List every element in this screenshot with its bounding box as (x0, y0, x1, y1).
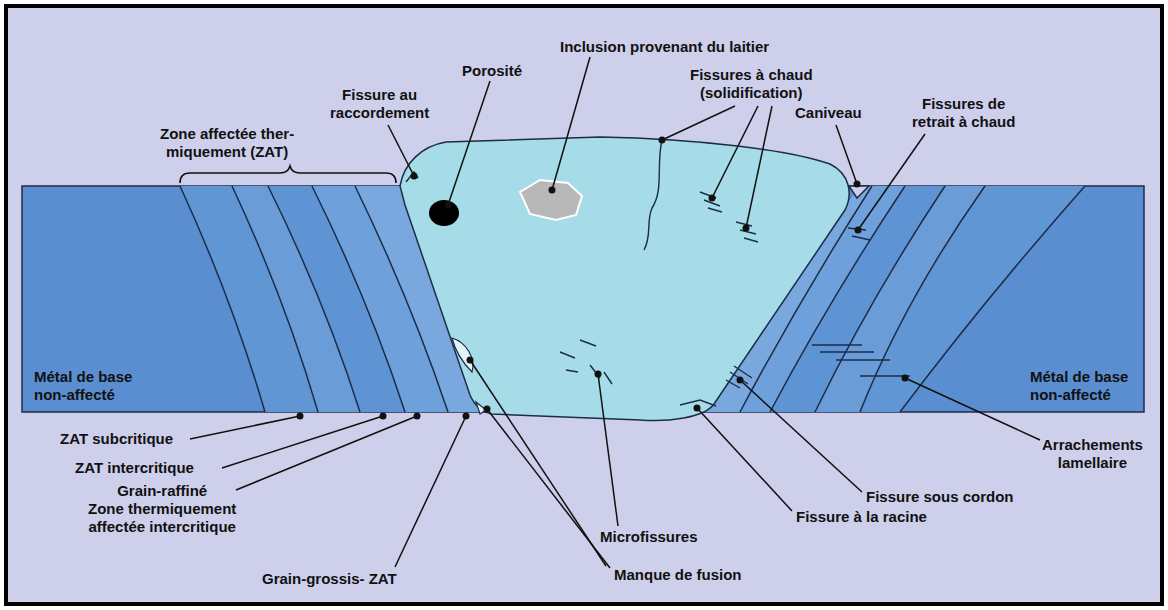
defect-label: Métal de base non-affecté (1030, 368, 1128, 404)
porosity-pore (429, 200, 459, 226)
solidification-crack (700, 192, 722, 212)
haz-line (232, 186, 318, 412)
leader-dot (709, 195, 716, 202)
leader-line (236, 416, 417, 490)
leader-dot (463, 413, 470, 420)
leader-line (697, 408, 792, 511)
leader-dot (297, 413, 304, 420)
solidification-crack (736, 222, 758, 242)
solidification-crack (644, 140, 662, 250)
leader-line (395, 416, 466, 567)
leader-line (388, 125, 414, 176)
leader-dot (549, 187, 556, 194)
leader-line (836, 125, 857, 184)
leader-line (222, 416, 383, 468)
leader-lines (190, 57, 1040, 568)
leader-line (905, 378, 1040, 440)
leader-dot (854, 181, 861, 188)
defect-label: Fissures à chaud (solidification) (690, 66, 813, 102)
leader-dot (484, 406, 491, 413)
lack-of-fusion (452, 338, 473, 372)
lamellar-tear (812, 345, 910, 376)
defect-label: ZAT subcritique (60, 430, 173, 448)
leader-line (190, 416, 300, 439)
leader-line (470, 360, 606, 566)
leader-dot (445, 202, 452, 209)
haz-line (312, 186, 405, 412)
leader-dot (737, 377, 744, 384)
haz-line (180, 186, 265, 412)
leader-dot (902, 375, 909, 382)
leader-line (448, 81, 490, 205)
slag-inclusion (520, 180, 582, 220)
leader-dot (694, 405, 701, 412)
defect-label: Manque de fusion (614, 566, 742, 584)
undercut-notch (849, 186, 869, 198)
cracks (406, 140, 910, 406)
leader-dot (595, 371, 602, 378)
defect-label: Caniveau (795, 104, 862, 122)
leader-dot (659, 137, 666, 144)
defect-label: Microfissures (600, 528, 698, 546)
leader-dot (380, 413, 387, 420)
defect-label: ZAT intercritique (75, 459, 194, 477)
leader-line (552, 57, 590, 190)
defect-label: Inclusion provenant du laitier (560, 38, 769, 56)
leader-line (662, 106, 735, 140)
zone-brace (180, 166, 396, 183)
leader-line (712, 106, 758, 198)
frame (6, 6, 1162, 604)
defect-label: Grain-grossis- ZAT (262, 570, 397, 588)
haz-band (180, 186, 480, 412)
leader-line (746, 106, 772, 228)
leader-dot (467, 357, 474, 364)
underbead-crack (726, 366, 752, 388)
defect-label: Fissures de retrait à chaud (912, 95, 1015, 131)
leader-line (858, 134, 925, 230)
haz-line (268, 186, 360, 412)
defect-label: Zone affectée ther- miquement (ZAT) (160, 125, 294, 161)
microcracks (560, 340, 612, 384)
leader-line (598, 374, 618, 526)
leader-dot (855, 227, 862, 234)
weld-bead (400, 137, 849, 420)
defect-label: Fissure au raccordement (330, 86, 429, 122)
defect-label: Porosité (462, 62, 522, 80)
leader-dots (297, 137, 909, 420)
defect-label: Fissure à la racine (796, 508, 927, 526)
defect-label: Métal de base non-affecté (34, 368, 132, 404)
defect-label: Fissure sous cordon (866, 488, 1014, 506)
leader-dot (743, 225, 750, 232)
defect-label: Grain-raffiné Zone thermiquement affecté… (88, 482, 236, 536)
leader-line (487, 409, 610, 568)
leader-dot (411, 173, 418, 180)
toe-crack (406, 172, 418, 182)
defect-label: Arrachements lamellaire (1042, 436, 1143, 472)
leader-dot (414, 413, 421, 420)
